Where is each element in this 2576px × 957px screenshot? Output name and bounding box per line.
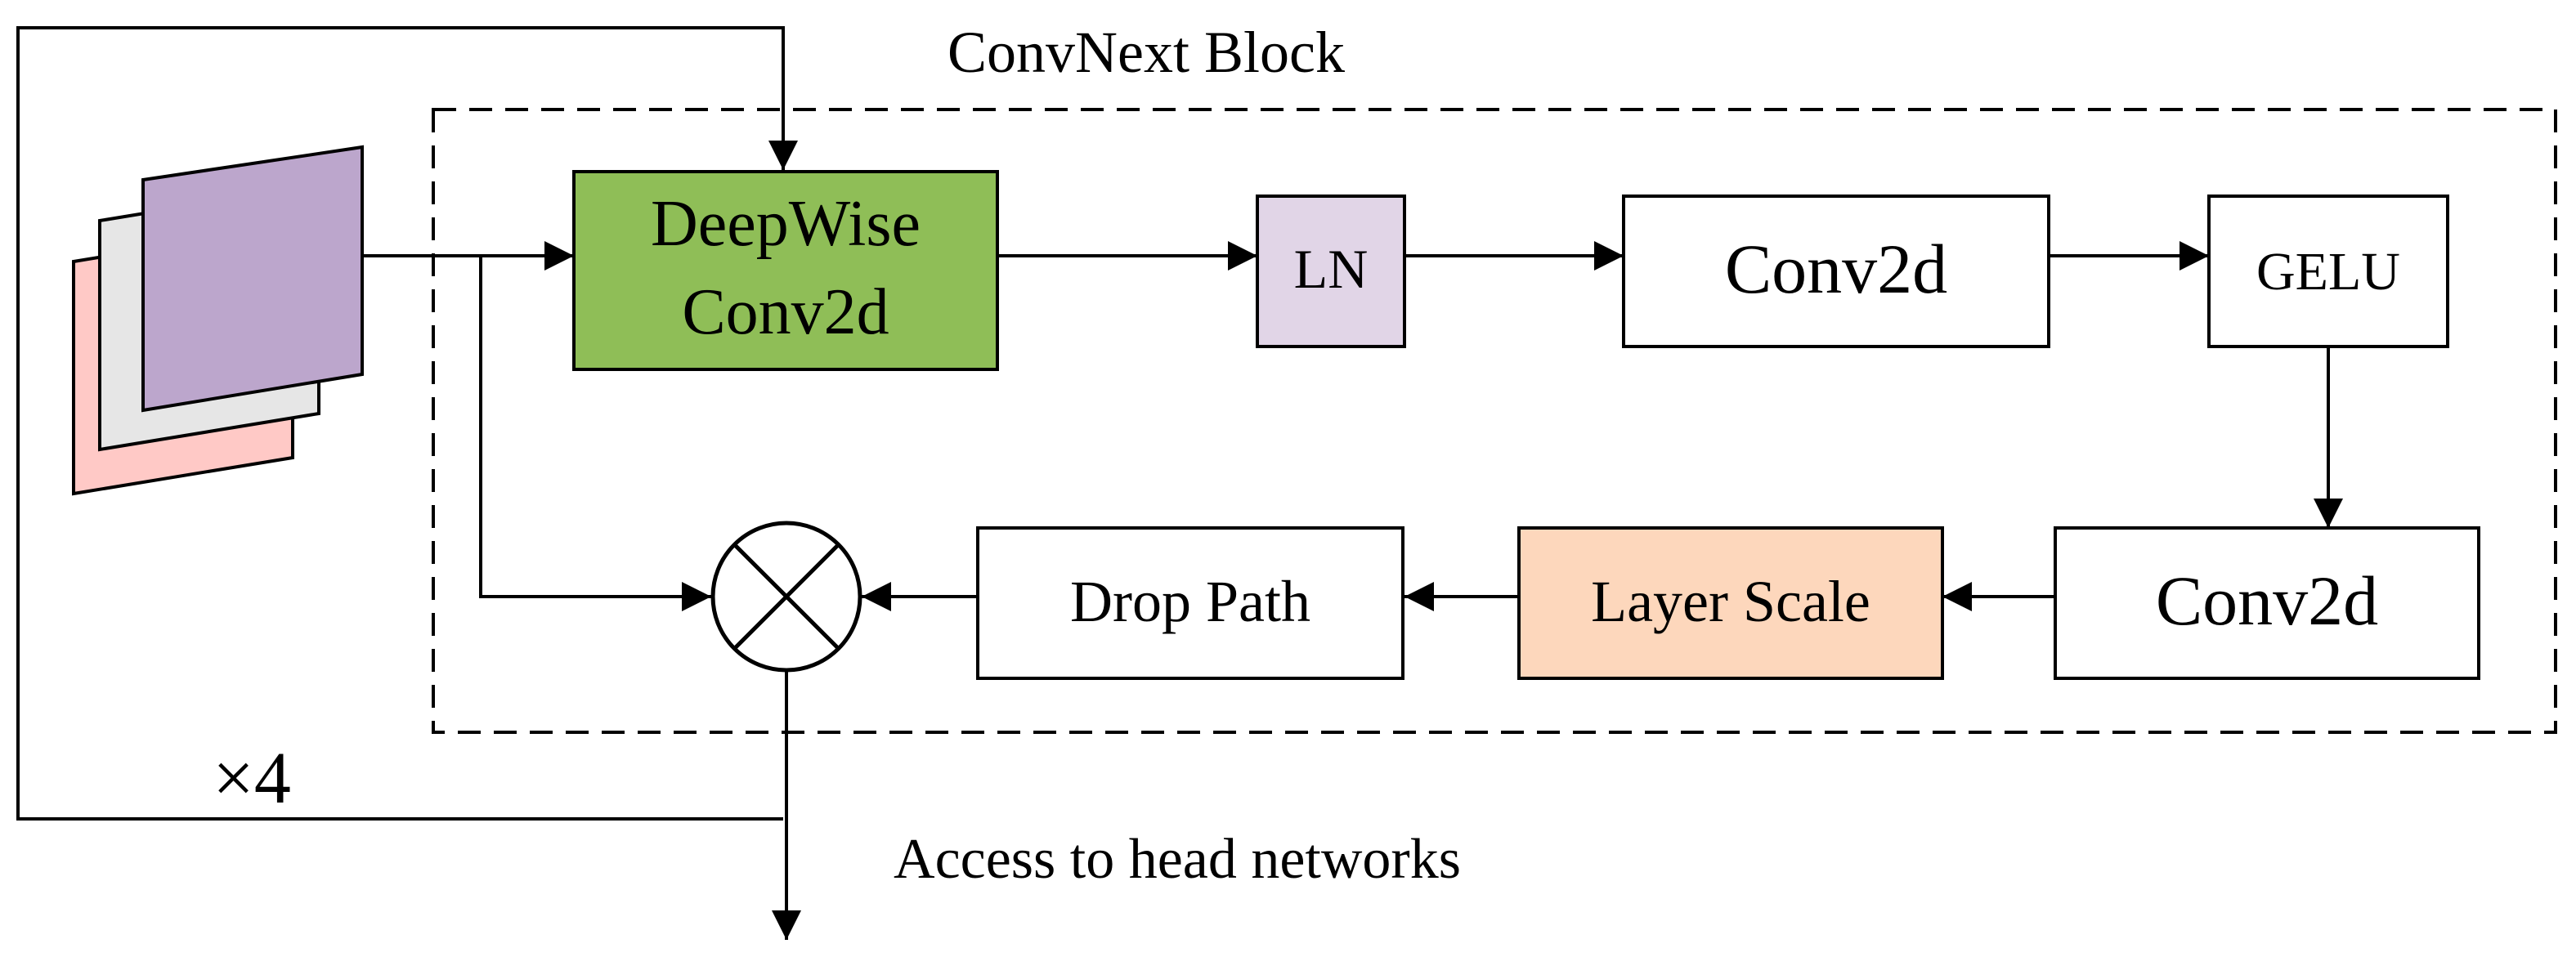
multiply-operator-icon — [710, 521, 862, 673]
output-label: Access to head networks — [894, 828, 1461, 891]
node-layer-scale: Layer Scale — [1517, 526, 1944, 680]
node-gelu: GELU — [2207, 195, 2449, 348]
node-drop-path: Drop Path — [976, 526, 1404, 680]
feature-map-front — [141, 145, 364, 413]
node-gelu-label: GELU — [2256, 242, 2400, 302]
node-conv2d-bottom-label: Conv2d — [2156, 561, 2378, 640]
repeat-label: ×4 — [213, 738, 291, 819]
node-conv2d-bottom: Conv2d — [2054, 526, 2480, 680]
convnext-block-boundary — [432, 108, 2557, 734]
residual-arrow — [479, 256, 711, 611]
feature-maps — [72, 145, 364, 496]
block-title: ConvNext Block — [948, 20, 1345, 85]
repeat-loop — [16, 26, 798, 821]
node-ln-label: LN — [1294, 238, 1369, 300]
node-layer-scale-label: Layer Scale — [1591, 569, 1870, 634]
node-deepwise-line2: Conv2d — [682, 276, 889, 348]
connectors — [362, 241, 2343, 940]
node-deepwise-line1: DeepWise — [651, 188, 921, 260]
node-conv2d-top: Conv2d — [1622, 195, 2050, 348]
node-ln: LN — [1256, 195, 1406, 348]
node-drop-path-label: Drop Path — [1070, 569, 1310, 634]
node-deepwise-conv2d: DeepWise Conv2d — [572, 170, 999, 371]
node-conv2d-top-label: Conv2d — [1725, 230, 1947, 308]
